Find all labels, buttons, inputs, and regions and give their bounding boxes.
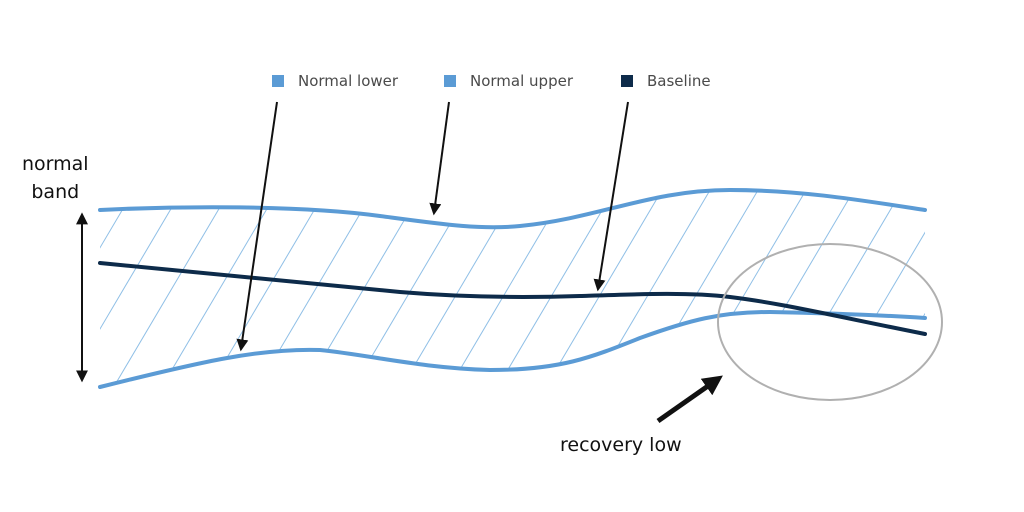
hatch-line <box>105 190 237 387</box>
recovery-callout-arrow <box>656 375 723 424</box>
legend-label-normal-lower: Normal lower <box>298 72 399 90</box>
normal-lower-line <box>98 309 927 389</box>
baseline-line <box>98 261 927 336</box>
legend-label-baseline: Baseline <box>647 72 711 90</box>
band-label-line2: band <box>31 181 80 203</box>
hatch-line <box>201 190 333 387</box>
hatch-line <box>100 190 189 387</box>
hatch-line <box>729 190 861 387</box>
legend-swatch-baseline <box>621 75 633 87</box>
band-label: normal band <box>22 150 89 206</box>
hatch-line <box>633 190 765 387</box>
pointer-arrow-baseline <box>593 101 629 292</box>
pointer-arrow-normal-upper <box>429 101 450 216</box>
hatch-line <box>873 190 925 387</box>
hatch-line <box>777 190 909 387</box>
hatch-line <box>489 190 621 387</box>
legend-item-baseline: Baseline <box>621 72 711 90</box>
hatch-line <box>825 190 925 387</box>
legend-item-normal-upper: Normal upper <box>444 72 573 90</box>
hatch-line <box>921 190 925 387</box>
hatch-line <box>681 190 813 387</box>
recovery-highlight-circle <box>717 243 943 401</box>
band-hatch-fill <box>100 190 925 387</box>
hatch-line <box>153 190 285 387</box>
pointer-arrow-normal-lower <box>236 101 278 352</box>
legend-item-normal-lower: Normal lower <box>272 72 398 90</box>
hatch-line <box>100 190 141 387</box>
legend-swatch-normal-lower <box>272 75 284 87</box>
hatch-line <box>585 190 717 387</box>
recovery-low-label: recovery low <box>560 434 682 456</box>
band-label-line1: normal <box>22 153 89 175</box>
normal-upper-line <box>98 187 927 230</box>
hatch-line <box>537 190 669 387</box>
legend-swatch-normal-upper <box>444 75 456 87</box>
legend: Normal lower Normal upper Baseline <box>0 72 1024 96</box>
legend-label-normal-upper: Normal upper <box>470 72 573 90</box>
